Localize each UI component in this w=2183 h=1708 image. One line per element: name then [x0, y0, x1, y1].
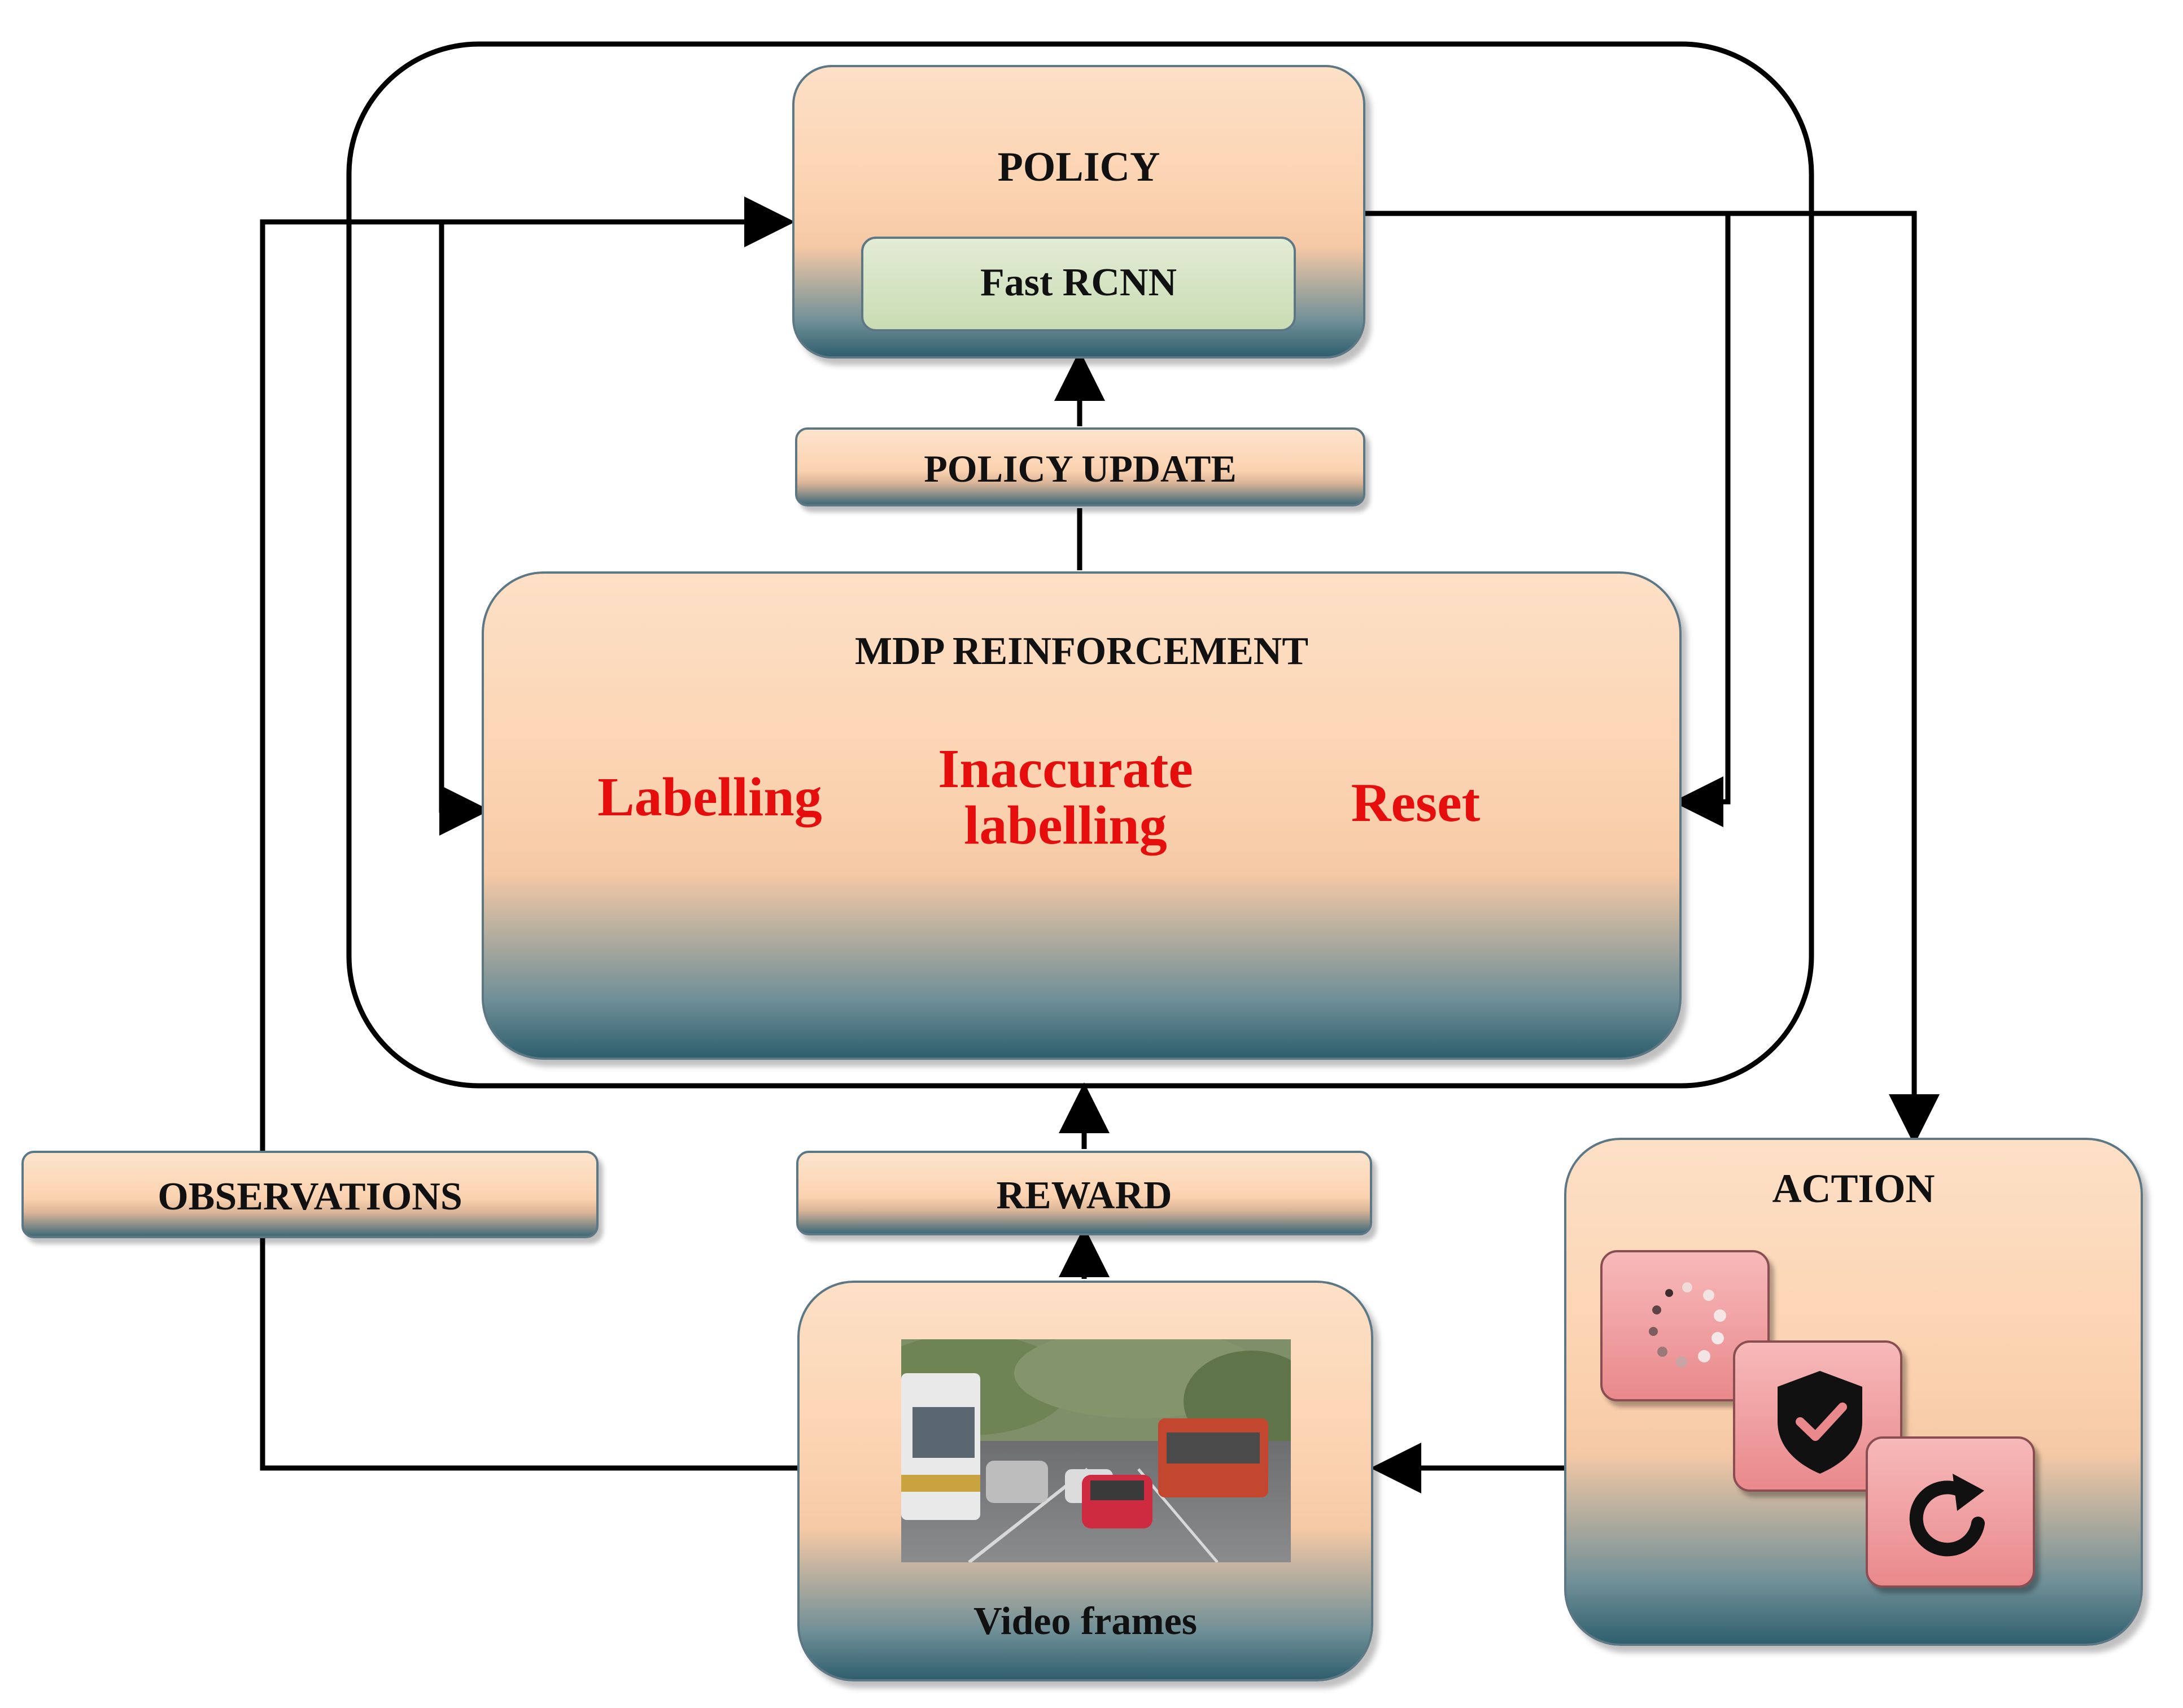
policy-title: POLICY: [997, 144, 1160, 190]
video-frames-box: Video frames: [797, 1281, 1373, 1681]
traffic-video-frame-image: [901, 1339, 1291, 1562]
fast-rcnn-label: Fast RCNN: [980, 261, 1177, 304]
policy-box: POLICY Fast RCNN: [792, 65, 1365, 359]
action-title: ACTION: [1772, 1166, 1935, 1211]
observations-label: OBSERVATIONS: [158, 1175, 462, 1218]
policy-update-label: POLICY UPDATE: [924, 447, 1237, 490]
reset-label: Reset: [1351, 772, 1481, 833]
reward-box: REWARD: [796, 1151, 1372, 1235]
policy-update-box: POLICY UPDATE: [795, 427, 1365, 506]
refresh-tile: [1866, 1436, 2035, 1588]
video-frames-caption: Video frames: [973, 1600, 1197, 1643]
inaccurate-labelling-line2: labelling: [964, 795, 1167, 856]
reward-label: REWARD: [996, 1174, 1172, 1217]
observations-box: OBSERVATIONS: [21, 1151, 599, 1238]
mdp-title: MDP REINFORCEMENT: [854, 630, 1309, 673]
mdp-reinforcement-box: MDP REINFORCEMENT Labelling Inaccurate l…: [482, 571, 1682, 1060]
loading-spinner-icon: [1649, 1282, 1726, 1368]
refresh-icon: [1909, 1474, 1985, 1557]
policy-to-action-arrow: [1365, 211, 1940, 1145]
fast-rcnn-box: Fast RCNN: [861, 237, 1296, 331]
shield-check-icon: [1778, 1371, 1862, 1474]
action-box: ACTION: [1564, 1138, 2143, 1646]
observation-to-mdp-arrow: [439, 222, 490, 836]
observation-to-policy-arrow: [260, 196, 797, 1471]
inaccurate-labelling-line1: Inaccurate: [938, 739, 1193, 800]
policy-to-mdp-arrow: [1673, 213, 1731, 827]
labelling-label: Labelling: [597, 767, 822, 828]
